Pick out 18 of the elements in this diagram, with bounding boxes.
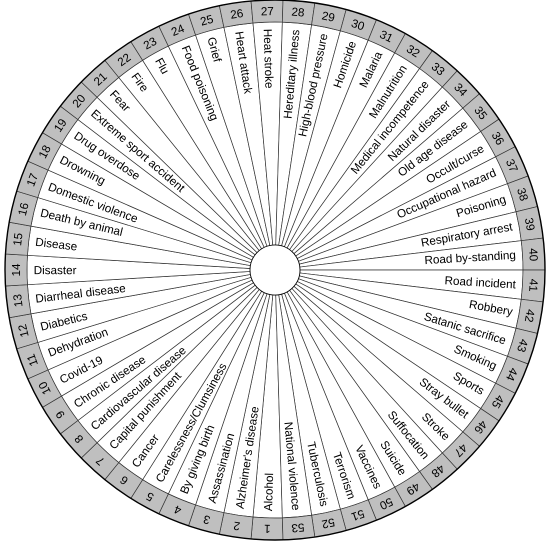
number-cell: 52 [311,508,347,538]
number-cell: 39 [516,206,544,242]
number-cell: 3 [188,504,224,535]
number-cell: 11 [16,342,48,380]
number-cell: 26 [219,0,254,28]
number-cell: 38 [507,176,538,212]
number-cell: 4 [158,494,196,526]
number-cell: 17 [16,160,48,198]
number-cell: 28 [282,0,316,26]
number-cell: 25 [188,5,224,36]
number-cell: 14 [4,254,28,286]
number-cell: 15 [5,222,32,256]
number-cell: 53 [282,514,316,540]
number-cell: 27 [250,0,284,24]
number-cell: 40 [520,238,546,270]
number-cell: 13 [5,284,32,318]
number-cell: 12 [8,314,38,350]
number-cell: 2 [219,512,254,540]
